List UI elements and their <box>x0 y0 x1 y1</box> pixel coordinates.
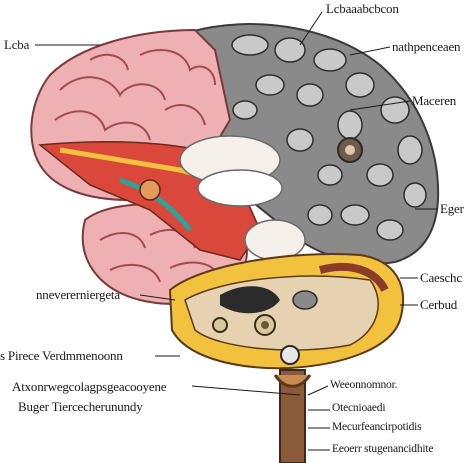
ventricle-mid <box>244 219 306 261</box>
label-top-left: Lcba <box>4 37 30 52</box>
label-right-3: Eger <box>440 201 464 216</box>
label-right-4: Caeschc <box>420 270 462 285</box>
label-left-3: Atxonrwegcolagpsgeacooyene <box>12 379 167 394</box>
label-left-2: s Pirece Verdmmenoonn <box>0 348 123 363</box>
leader-lines <box>35 11 438 451</box>
label-right-5: Cerbud <box>420 297 458 312</box>
brainstem <box>279 369 306 463</box>
grey-gyri <box>231 34 427 241</box>
label-right-8: Mecurfeancirpotidis <box>332 421 422 433</box>
label-left-1: nnevererniergeta <box>36 287 120 302</box>
label-right-7: Otecnioaedi <box>332 402 386 414</box>
label-left-4: Buger Tiercecherunundy <box>18 399 143 414</box>
label-right-9: Eeoerr stugenancidhite <box>332 443 434 455</box>
label-right-2: Maceren <box>412 93 457 108</box>
label-right-1: nathpenceaen <box>392 39 461 54</box>
label-right-6: Weeonnomnor. <box>330 379 398 391</box>
ventricle-lower <box>197 169 283 207</box>
label-top-center: Lcbaaabcbcon <box>326 1 399 16</box>
